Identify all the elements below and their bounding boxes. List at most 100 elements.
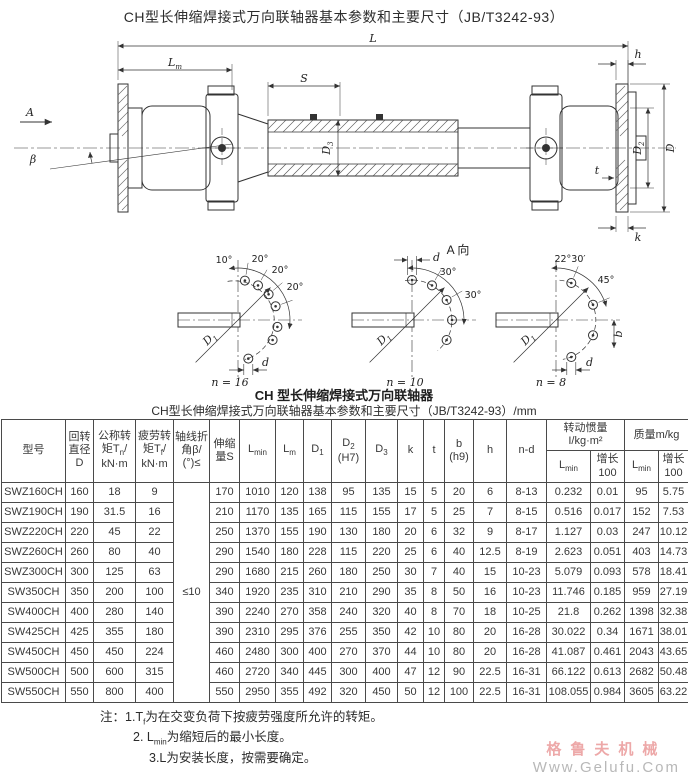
beta-reference-line bbox=[49, 143, 233, 170]
value-cell: 247 bbox=[624, 521, 659, 543]
col-bend-angle: 轴线折角β/(°)≤ bbox=[173, 419, 210, 483]
value-cell: 115 bbox=[331, 541, 366, 563]
value-cell: 41.087 bbox=[546, 641, 591, 663]
angle-label: 20° bbox=[287, 282, 304, 293]
value-cell: 340 bbox=[275, 661, 304, 683]
col-lm: Lm bbox=[275, 419, 304, 483]
value-cell: 165 bbox=[303, 501, 332, 523]
angle-label: 30° bbox=[440, 267, 457, 278]
value-cell: 390 bbox=[209, 601, 240, 623]
value-cell: 95 bbox=[624, 481, 659, 503]
value-cell: 20 bbox=[397, 521, 424, 543]
value-cell: 21.8 bbox=[546, 601, 591, 623]
col-k: k bbox=[397, 419, 424, 483]
value-cell: 1398 bbox=[624, 601, 659, 623]
value-cell: 295 bbox=[275, 621, 304, 643]
view-a-label: A bbox=[25, 106, 34, 119]
value-cell: 180 bbox=[275, 541, 304, 563]
value-cell: 63 bbox=[135, 561, 174, 583]
value-cell: 255 bbox=[331, 621, 366, 643]
value-cell: 235 bbox=[275, 581, 304, 603]
value-cell: 260 bbox=[303, 561, 332, 583]
value-cell: 240 bbox=[331, 601, 366, 623]
value-cell: 100 bbox=[444, 681, 474, 703]
value-cell: 16 bbox=[473, 581, 507, 603]
value-cell: 45 bbox=[93, 521, 136, 543]
dim-beta-label: β bbox=[29, 153, 36, 166]
value-cell: 450 bbox=[365, 681, 398, 703]
value-cell: 8-19 bbox=[506, 541, 547, 563]
dim-D3-label: D3 bbox=[320, 141, 335, 156]
value-cell: 7 bbox=[473, 501, 507, 523]
value-cell: 2240 bbox=[239, 601, 276, 623]
value-cell: 425 bbox=[65, 621, 94, 643]
model-cell: SW350CH bbox=[1, 581, 66, 603]
model-cell: SW500CH bbox=[1, 661, 66, 683]
value-cell: 400 bbox=[365, 661, 398, 683]
value-cell: 170 bbox=[209, 481, 240, 503]
value-cell: 22.5 bbox=[473, 681, 507, 703]
value-cell: 2720 bbox=[239, 661, 276, 683]
value-cell: 445 bbox=[303, 661, 332, 683]
value-cell: 155 bbox=[275, 521, 304, 543]
value-cell: 16-31 bbox=[506, 661, 547, 683]
value-cell: 95 bbox=[331, 481, 366, 503]
value-cell: 5 bbox=[423, 501, 445, 523]
angle-label: 20° bbox=[272, 265, 289, 276]
model-cell: SW450CH bbox=[1, 641, 66, 663]
value-cell: 50 bbox=[397, 681, 424, 703]
col-inertia-lmin: Lmin bbox=[546, 450, 591, 483]
value-cell: 27.19 bbox=[658, 581, 688, 603]
value-cell: 10 bbox=[423, 621, 445, 643]
dim-D-label: D bbox=[664, 143, 677, 153]
value-cell: 260 bbox=[65, 541, 94, 563]
value-cell: 10-23 bbox=[506, 561, 547, 583]
value-cell: 16-31 bbox=[506, 681, 547, 703]
angle-label: 30° bbox=[465, 290, 482, 301]
value-cell: 1680 bbox=[239, 561, 276, 583]
value-cell: 115 bbox=[331, 501, 366, 523]
value-cell: 35 bbox=[397, 581, 424, 603]
value-cell: 18 bbox=[93, 481, 136, 503]
model-cell: SWZ220CH bbox=[1, 521, 66, 543]
value-cell: 2043 bbox=[624, 641, 659, 663]
value-cell: 290 bbox=[365, 581, 398, 603]
value-cell: 2.623 bbox=[546, 541, 591, 563]
value-cell: 8-17 bbox=[506, 521, 547, 543]
page-title: CH型长伸缩焊接式万向联轴器基本参数和主要尺寸（JB/T3242-93） bbox=[123, 9, 565, 25]
value-cell: 250 bbox=[209, 521, 240, 543]
value-cell: 140 bbox=[135, 601, 174, 623]
value-cell: 0.093 bbox=[590, 561, 625, 583]
value-cell: 20 bbox=[473, 621, 507, 643]
dim-L-label: L bbox=[368, 32, 376, 45]
value-cell: 450 bbox=[65, 641, 94, 663]
value-cell: 25 bbox=[444, 501, 474, 523]
value-cell: 250 bbox=[365, 561, 398, 583]
col-t: t bbox=[423, 419, 445, 483]
value-cell: 8 bbox=[423, 581, 445, 603]
col-telescopic: 伸缩量S bbox=[209, 419, 240, 483]
dim-D2-label: D2 bbox=[631, 141, 646, 156]
bolt-count-label: n = 8 bbox=[536, 376, 566, 389]
value-cell: 550 bbox=[209, 681, 240, 703]
value-cell: 9 bbox=[135, 481, 174, 503]
value-cell: 42 bbox=[397, 621, 424, 643]
value-cell: 0.017 bbox=[590, 501, 625, 523]
dim-k-label: k bbox=[635, 231, 642, 244]
col-d2: D2 (H7) bbox=[331, 419, 366, 483]
value-cell: 16-28 bbox=[506, 641, 547, 663]
value-cell: 600 bbox=[93, 661, 136, 683]
section-view-n8 bbox=[495, 260, 620, 380]
model-cell: SWZ160CH bbox=[1, 481, 66, 503]
value-cell: 355 bbox=[275, 681, 304, 703]
value-cell: 180 bbox=[331, 561, 366, 583]
value-cell: 0.03 bbox=[590, 521, 625, 543]
value-cell: 403 bbox=[624, 541, 659, 563]
value-cell: 22.5 bbox=[473, 661, 507, 683]
col-fatigue-torque: 疲劳转 矩Tf/ kN·m bbox=[135, 419, 174, 483]
value-cell: 16-28 bbox=[506, 621, 547, 643]
